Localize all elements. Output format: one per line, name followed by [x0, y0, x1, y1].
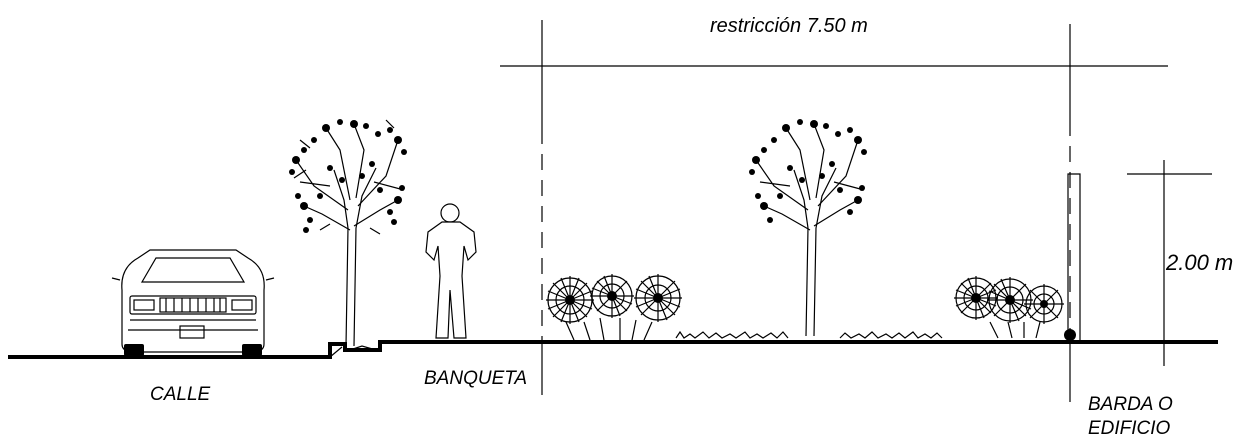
person-icon — [425, 203, 477, 339]
wall-label-line1: BARDA O — [1088, 394, 1173, 415]
groundcover — [675, 330, 943, 339]
ground-profile — [8, 340, 1218, 359]
shrub-group-left — [546, 274, 682, 341]
restriction-label: restricción 7.50 m — [710, 15, 868, 37]
shrub-group-right — [954, 276, 1064, 339]
sidewalk-label: BANQUETA — [424, 368, 527, 389]
wall-label-line2: EDIFICIO — [1088, 418, 1171, 439]
height-label: 2.00 m — [1165, 250, 1233, 275]
restriction-dimension: restricción 7.50 m — [500, 15, 1168, 395]
height-dimension: 2.00 m — [1127, 160, 1233, 366]
car-icon — [111, 249, 275, 356]
wall-section — [1064, 173, 1081, 402]
street-label: CALLE — [150, 384, 211, 405]
tree-icon — [289, 119, 407, 347]
tree-icon — [749, 119, 867, 337]
